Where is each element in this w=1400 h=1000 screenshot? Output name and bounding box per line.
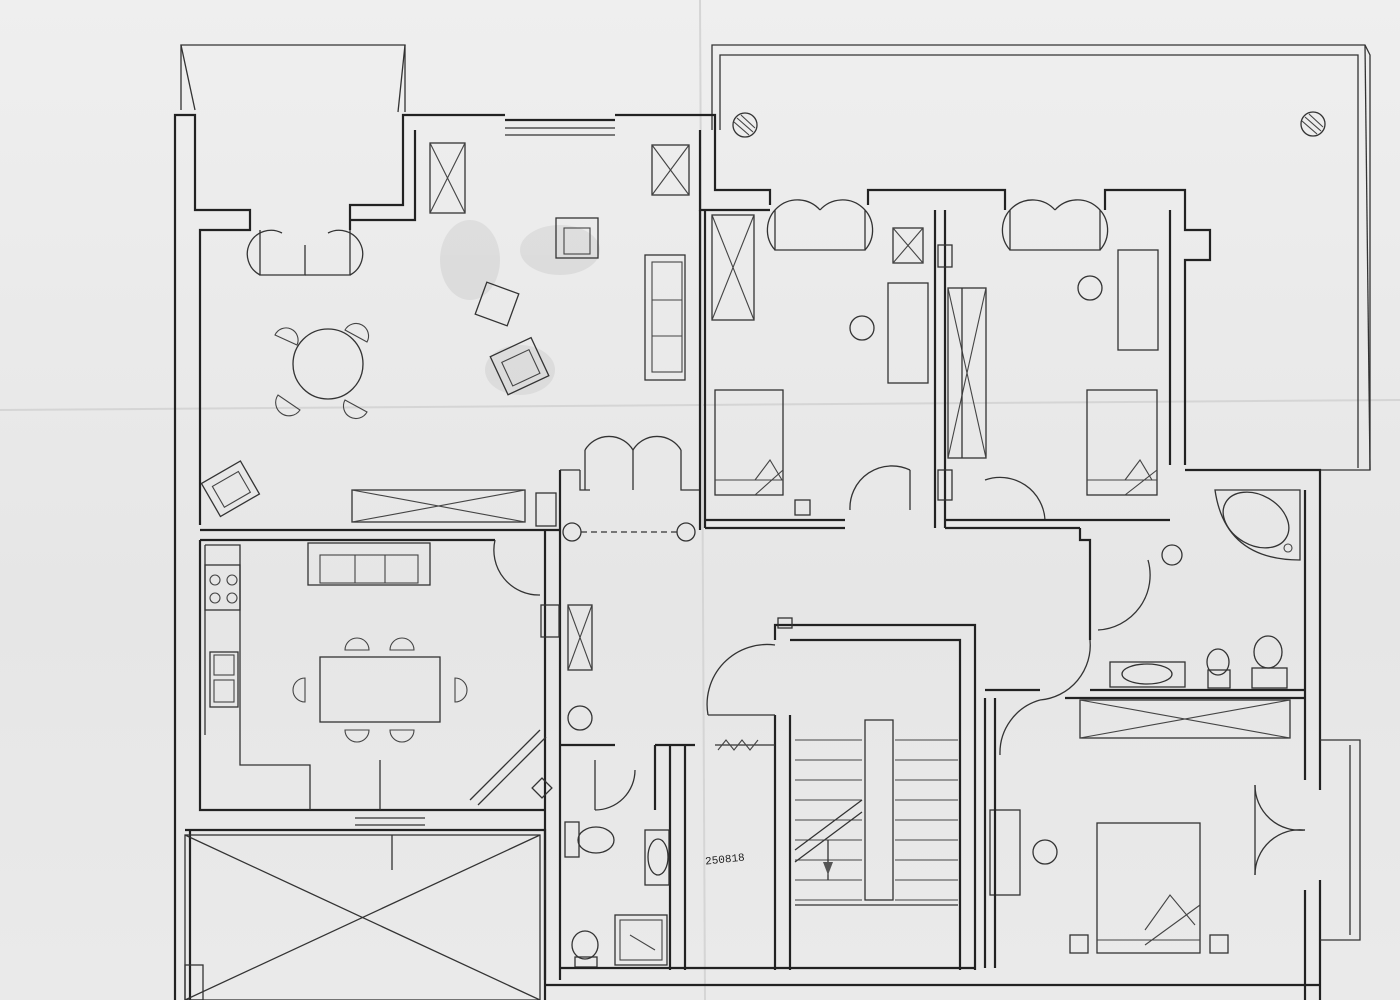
- meter-box: [715, 739, 775, 751]
- toilet-main: [1251, 635, 1288, 689]
- bedroom-dividing-wall: [933, 210, 1046, 528]
- kitchen-counter: [204, 544, 311, 810]
- hall-fixtures: [469, 604, 775, 806]
- bedroom-1: [703, 199, 929, 530]
- shower-tray: [614, 914, 668, 966]
- living-balcony-doors: [246, 229, 364, 276]
- bidet: [1206, 648, 1231, 689]
- staircase: [706, 617, 977, 970]
- handwritten-note: 250818: [705, 852, 746, 868]
- dining-sofa: [307, 542, 431, 586]
- hall-doors: [985, 639, 1091, 756]
- living-cupboards-top: [429, 142, 690, 214]
- bathroom-main: [1065, 489, 1305, 739]
- stair-treads: [795, 739, 958, 901]
- hall-partition: [493, 210, 702, 596]
- living-room-furniture: [200, 217, 686, 523]
- guest-bidet: [571, 930, 599, 968]
- living-window-bottom: [355, 760, 545, 870]
- guest-basin: [644, 829, 670, 886]
- terrace-top-right: [711, 44, 1371, 471]
- balcony-top-left: [180, 44, 406, 113]
- dining-table-set: [292, 637, 468, 743]
- corner-bathtub: [1214, 489, 1301, 561]
- void-bottom-left: [184, 834, 546, 1000]
- guest-bathroom: [545, 743, 1320, 987]
- bedroom-2: [945, 199, 1170, 530]
- terrace-drain-left: [733, 114, 756, 136]
- wash-basin: [1109, 661, 1186, 688]
- paper-stains: [440, 220, 600, 395]
- terrace-drain-right: [1301, 113, 1324, 135]
- interior-walls-west: [200, 528, 615, 980]
- master-bedroom: [983, 698, 1306, 968]
- guest-toilet: [564, 821, 615, 858]
